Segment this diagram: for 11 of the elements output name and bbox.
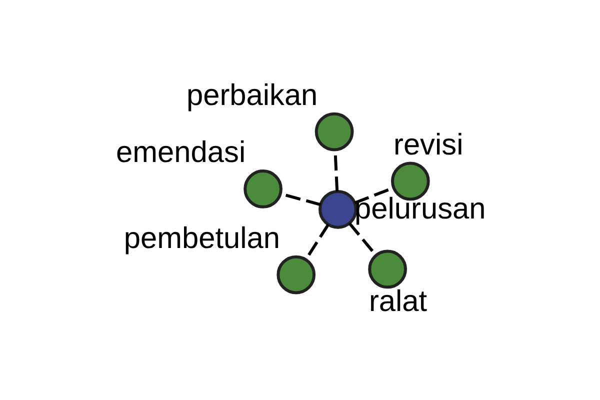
node-label: pelurusan xyxy=(354,192,486,225)
node-label: perbaikan xyxy=(186,78,318,112)
node-circle xyxy=(318,189,357,228)
node-label: revisi xyxy=(393,128,463,161)
node-label: emendasi xyxy=(116,136,246,169)
node-circle xyxy=(243,169,282,208)
node-label: pembetulan xyxy=(123,221,280,254)
node-circle xyxy=(276,254,316,294)
node-circle xyxy=(314,112,354,151)
node-label: ralat xyxy=(368,284,427,318)
node-circle xyxy=(368,249,406,288)
